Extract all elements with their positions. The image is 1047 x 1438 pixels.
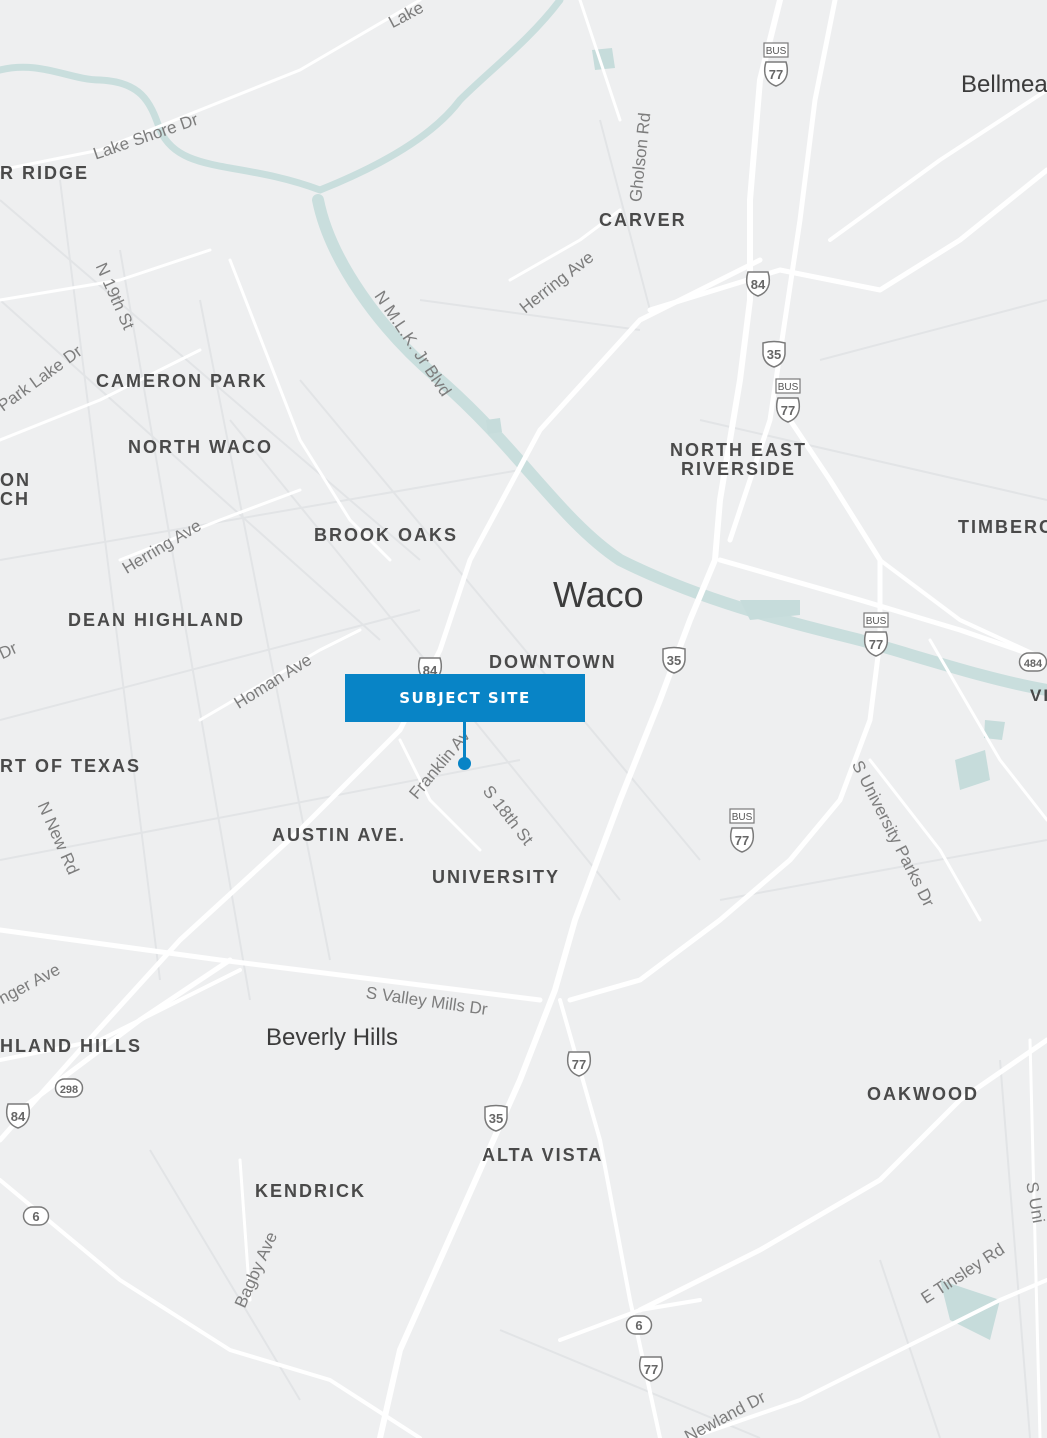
route-shield-number: 77 [781,403,795,418]
route-shield-number: 77 [644,1362,658,1377]
route-shield-number: 77 [735,833,749,848]
route-shield-number: 84 [11,1109,26,1124]
route-shield-number: 84 [751,277,766,292]
route-shield-number: 35 [667,653,681,668]
subject-site-label[interactable]: SUBJECT SITE [345,674,585,722]
neighborhood-north-waco: NORTH WACO [128,437,273,457]
neighborhood-north-east-riverside: NORTH EAST RIVERSIDE [670,440,807,479]
route-shield-number: 77 [572,1057,586,1072]
route-shield-number: 484 [1024,658,1043,670]
route-shield-tx6-south: 6 [625,1315,653,1335]
route-shield-us77-bus-east: BUS 77 [863,612,889,657]
neighborhood-alta-vista: ALTA VISTA [482,1145,604,1165]
route-shield-i35-center: 35 [662,646,686,674]
neighborhood-carver: CARVER [599,210,687,230]
neighborhood-hland-hills: HLAND HILLS [0,1036,142,1056]
neighborhood-on-ch: ON CH [0,470,31,509]
route-shield-us77-bus-south: BUS 77 [729,808,755,853]
route-shield-tx298: 298 [54,1078,84,1098]
route-shield-bus-text: BUS [766,46,787,57]
route-shield-i35-south: 35 [484,1104,508,1132]
route-shield-number: 35 [767,347,781,362]
neighborhood-kendrick: KENDRICK [255,1181,367,1201]
city-label-bellmead: Bellmea [961,71,1047,98]
route-shield-number: 298 [60,1084,78,1096]
street-label-vi: VI [1030,686,1047,705]
city-label-waco: Waco [553,574,644,615]
route-shield-tx6-west: 6 [22,1206,50,1226]
route-shield-us77-south: 77 [566,1051,592,1077]
neighborhood-oakwood: OAKWOOD [867,1084,979,1104]
route-shield-number: 77 [769,67,783,82]
route-shield-i35-north: 35 [762,340,786,368]
subject-site-dot[interactable] [458,757,471,770]
route-shield-number: 35 [489,1111,503,1126]
route-shield-bus-text: BUS [778,382,799,393]
route-shield-number: 6 [32,1209,39,1224]
city-label-beverly-hills: Beverly Hills [266,1024,399,1051]
neighborhood-austin-ave: AUSTIN AVE. [272,825,407,845]
route-shield-us77-far-south: 77 [638,1356,664,1382]
neighborhood-timberc: TIMBERC [958,517,1047,537]
route-shield-us484-east: 484 [1018,652,1047,672]
route-shield-us84-west: 84 [5,1103,31,1129]
neighborhood-university: UNIVERSITY [432,867,561,887]
route-shield-bus-text: BUS [866,616,887,627]
river-layer [0,0,1047,1340]
route-shield-bus-text: BUS [732,812,753,823]
route-shield-us77-bus-mid: BUS 77 [775,378,801,423]
route-shield-number: 6 [635,1318,642,1333]
neighborhood-downtown: DOWNTOWN [489,652,617,672]
route-shield-us84-north: 84 [745,271,771,297]
route-shield-us77-bus-north: BUS 77 [763,42,789,87]
subject-site-pointer [463,722,466,760]
neighborhood-rt-of-texas: RT OF TEXAS [0,756,142,776]
route-shield-number: 77 [869,637,883,652]
neighborhood-brook-oaks: BROOK OAKS [314,525,459,545]
neighborhood-cameron-park: CAMERON PARK [96,371,268,391]
minor-streets [0,119,1047,1438]
neighborhood-dean-highland: DEAN HIGHLAND [68,610,245,630]
neighborhood-ridge: R RIDGE [0,163,90,183]
